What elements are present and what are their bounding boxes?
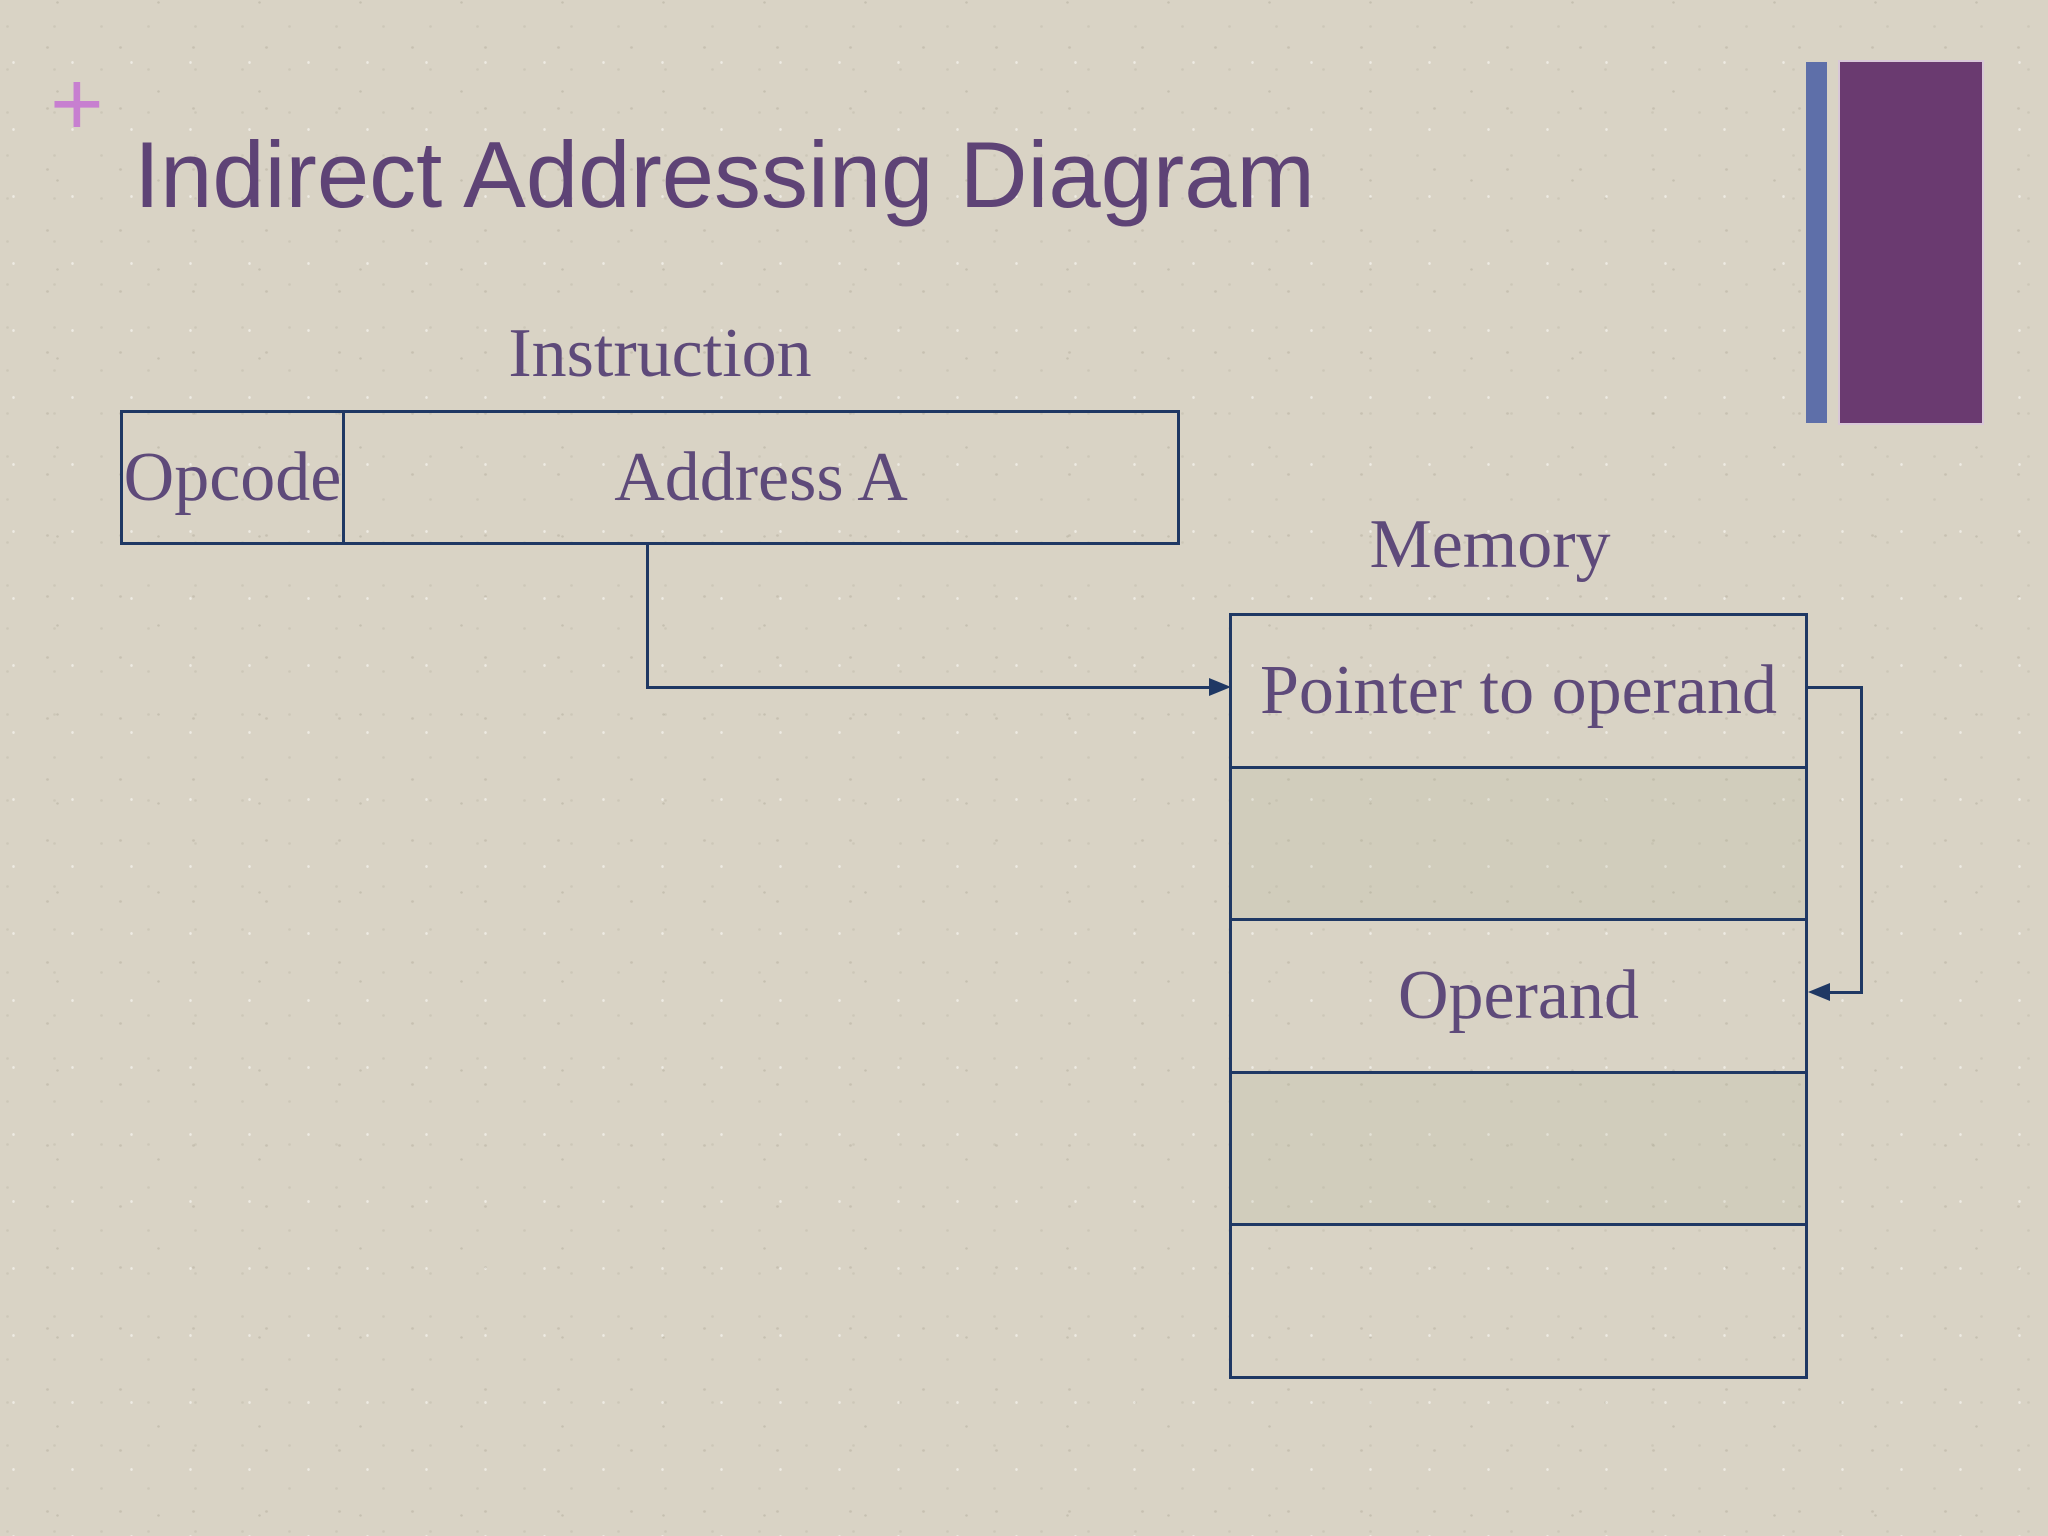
instruction-label: Instruction	[508, 315, 812, 392]
memory-row-empty-3	[1232, 1223, 1805, 1376]
accent-bar-blue	[1806, 62, 1827, 423]
instruction-address-cell: Address A	[345, 413, 1177, 542]
pointer-to-operand-label: Pointer to operand	[1259, 651, 1778, 729]
pointer-to-operand-connector-top	[1808, 686, 1863, 689]
address-to-memory-connector-horizontal	[646, 686, 1209, 689]
memory-label: Memory	[1369, 506, 1611, 583]
instruction-opcode-cell: Opcode	[123, 413, 345, 542]
memory-row-empty-2	[1232, 1070, 1805, 1224]
pointer-to-operand-connector-vertical	[1860, 686, 1863, 994]
arrowhead-right-icon	[1209, 678, 1231, 696]
plus-bullet-icon: +	[50, 53, 104, 155]
memory-row-empty-1	[1232, 765, 1805, 919]
pointer-to-operand-connector-bottom	[1828, 991, 1863, 994]
opcode-label: Opcode	[123, 438, 342, 516]
page-title: Indirect Addressing Diagram	[134, 122, 1315, 227]
memory-row-pointer: Pointer to operand	[1232, 616, 1805, 766]
memory-box: Pointer to operand Operand	[1229, 613, 1808, 1379]
instruction-box: Opcode Address A	[120, 410, 1180, 545]
address-to-memory-connector-vertical	[646, 545, 649, 689]
address-a-label: Address A	[614, 438, 908, 516]
operand-label: Operand	[1397, 956, 1639, 1034]
accent-bar-plum	[1838, 60, 1984, 425]
arrowhead-left-icon	[1808, 983, 1830, 1001]
memory-row-operand: Operand	[1232, 918, 1805, 1071]
